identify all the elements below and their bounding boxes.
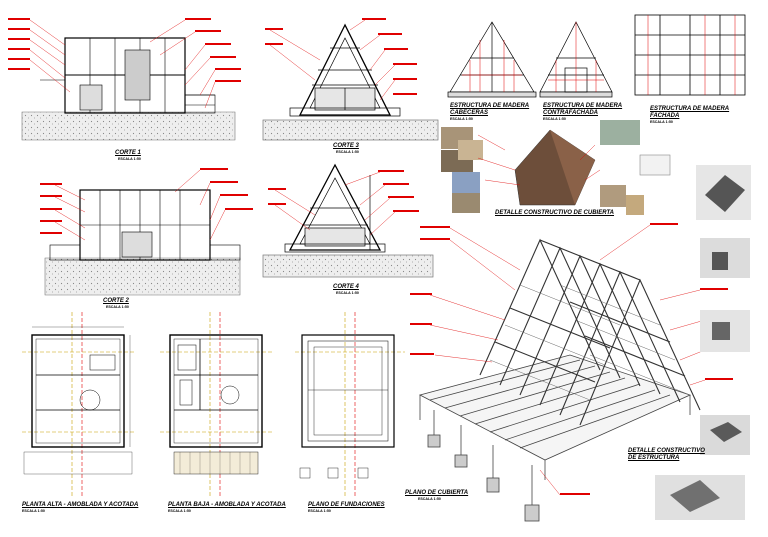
estructura-cabeceras-red	[462, 40, 522, 92]
corte-1-annotations	[29, 19, 216, 109]
corte-4-drawing	[262, 163, 434, 278]
corte-2-annotations	[54, 169, 226, 241]
planta-alta-title: PLANTA ALTA - AMOBLADA Y ACOTADA	[22, 502, 139, 508]
estructura-detail-images	[655, 238, 750, 520]
estructura-cabeceras-scale: ESCALA 1:50	[450, 117, 473, 121]
planta-baja-scale: ESCALA 1:50	[168, 509, 191, 513]
estructura-detail-subtitle: DE ESTRUCTURA	[628, 455, 680, 461]
cubierta-detail-title: DETALLE CONSTRUCTIVO DE CUBIERTA	[495, 210, 615, 216]
corte-3-label-marks	[265, 18, 417, 95]
fundaciones-scale: ESCALA 1:50	[308, 509, 331, 513]
fundaciones-title: PLANO DE FUNDACIONES	[308, 502, 385, 508]
estructura-contrafachada-scale: ESCALA 1:50	[543, 117, 566, 121]
estructura-fachada-subtitle: FACHADA	[650, 113, 680, 119]
estructura-detail-title: DETALLE CONSTRUCTIVO	[628, 448, 705, 454]
corte-1-scale: ESCALA 1:50	[118, 157, 141, 161]
estructura-fachada-red	[647, 15, 736, 95]
cubierta-detail-images	[441, 120, 751, 220]
estructura-fachada-title: ESTRUCTURA DE MADERA	[650, 106, 730, 112]
corte-3-drawing	[262, 23, 439, 141]
corte-2-label-marks	[40, 168, 253, 234]
estructura-contrafachada-red	[548, 22, 604, 92]
estructura-cabeceras-drawing	[447, 21, 537, 98]
corte-3-annotations	[269, 19, 396, 101]
corte-4-label-marks	[268, 170, 419, 212]
cubierta-plan-title: PLANO DE CUBIERTA	[405, 490, 469, 496]
estructura-fachada-scale: ESCALA 1:50	[650, 120, 673, 124]
corte-2-title: CORTE 2	[103, 298, 129, 304]
corte-1-drawing	[21, 37, 236, 141]
corte-4-annotations	[274, 171, 396, 236]
estructura-fachada-drawing	[634, 14, 746, 96]
corte-4-title: CORTE 4	[333, 284, 359, 290]
cubierta-plan-scale: ESCALA 1:50	[418, 497, 441, 501]
corte-4-scale: ESCALA 1:50	[336, 291, 359, 295]
estructura-cabeceras-subtitle: CABECERAS	[450, 110, 489, 116]
corte-2-drawing	[44, 189, 241, 296]
planta-baja-drawing	[160, 312, 272, 498]
estructura-contrafachada-title: ESTRUCTURA DE MADERA	[543, 103, 623, 109]
corte-1-label-marks	[8, 18, 241, 82]
fundaciones-drawing	[295, 312, 405, 498]
a-frame-3d-structure	[418, 238, 701, 522]
planta-alta-drawing	[22, 312, 136, 498]
planta-baja-title: PLANTA BAJA - AMOBLADA Y ACOTADA	[168, 502, 286, 508]
corte-3-title: CORTE 3	[333, 143, 359, 149]
planta-alta-scale: ESCALA 1:50	[22, 509, 45, 513]
corte-2-scale: ESCALA 1:50	[106, 305, 129, 309]
corte-1-title: CORTE 1	[115, 150, 141, 156]
cubierta-detail-annotations	[477, 134, 601, 186]
estructura-contrafachada-subtitle: CONTRAFACHADA	[543, 110, 598, 116]
corte-3-scale: ESCALA 1:50	[336, 150, 359, 154]
estructura-cabeceras-title: ESTRUCTURA DE MADERA	[450, 103, 530, 109]
